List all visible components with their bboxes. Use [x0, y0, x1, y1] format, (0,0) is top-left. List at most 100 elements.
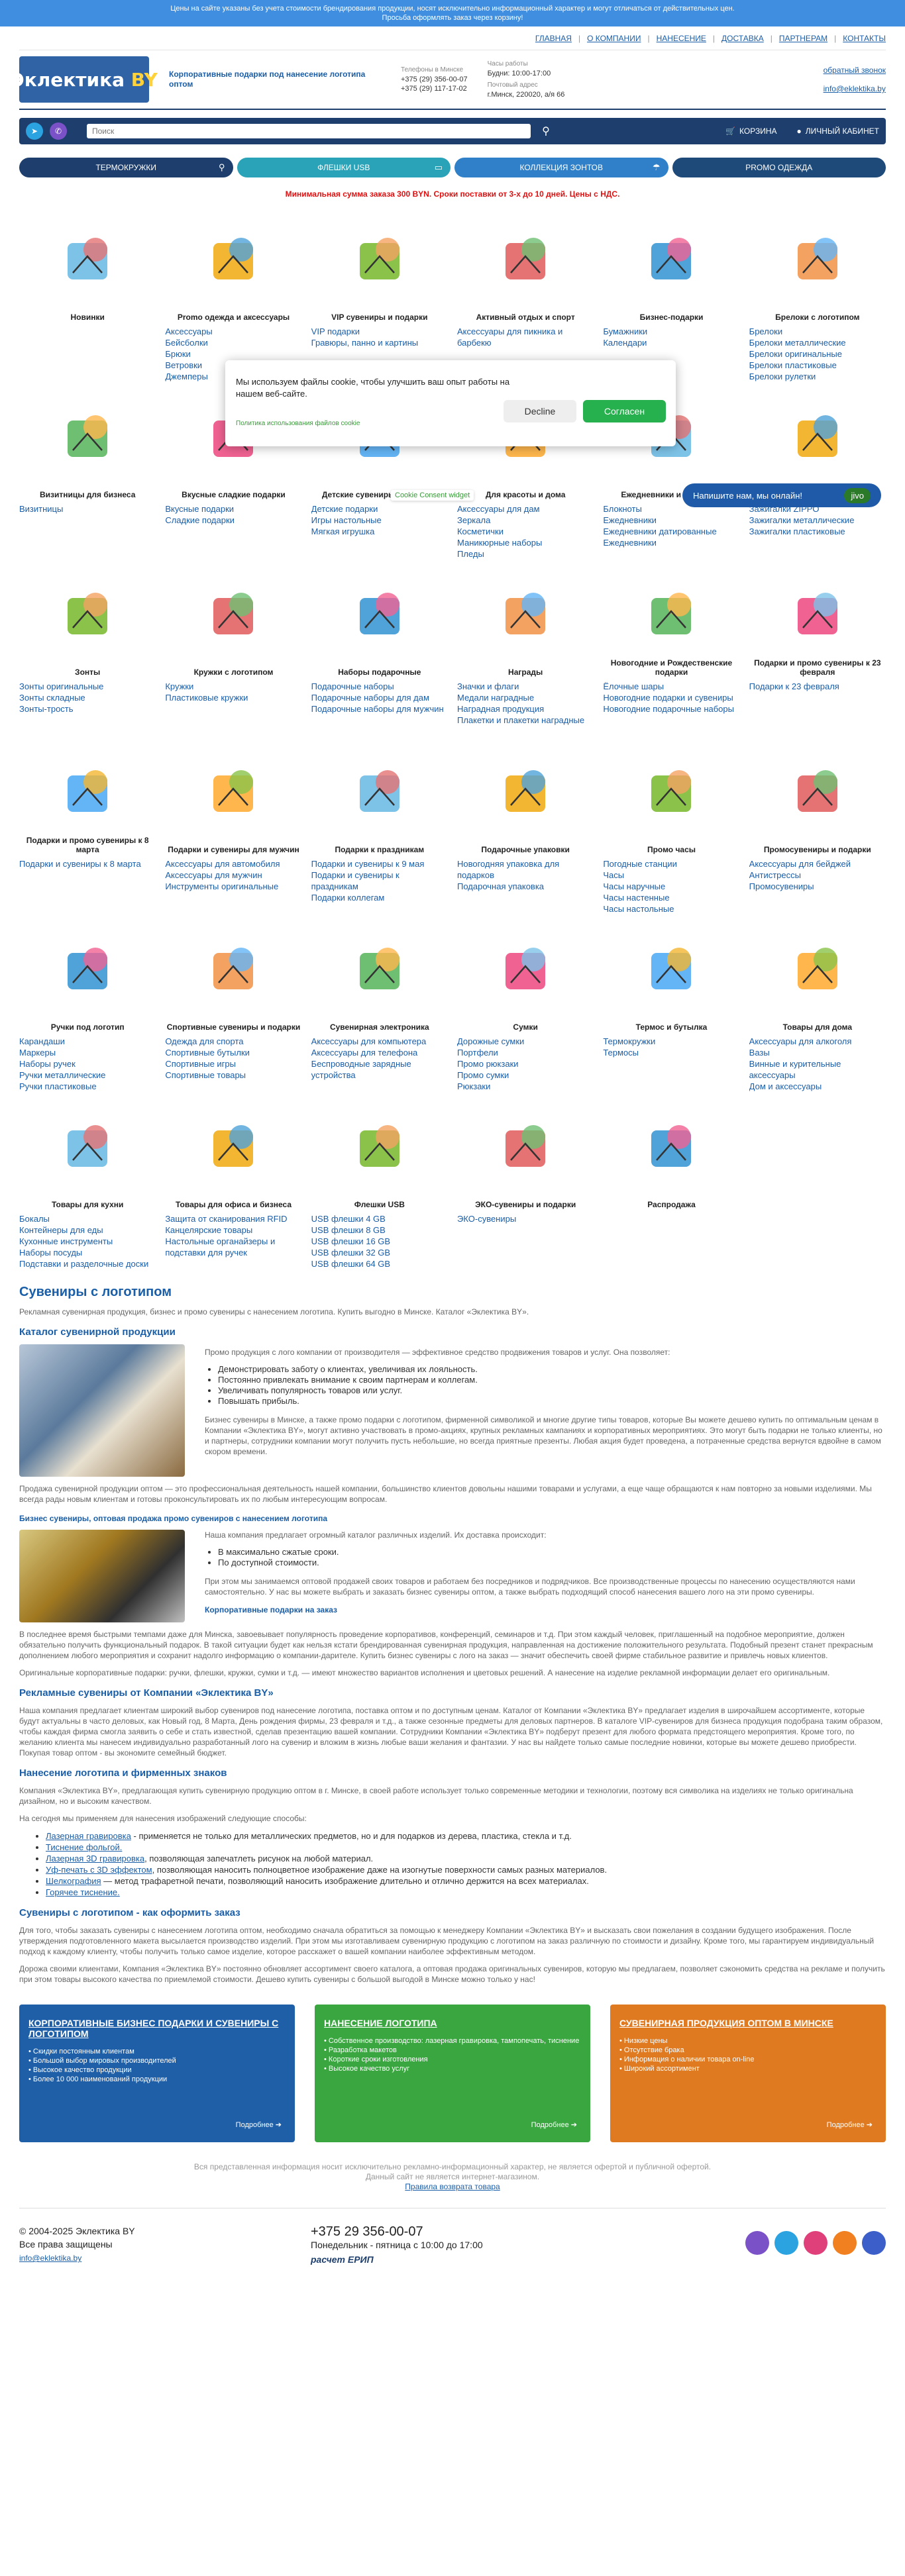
- category-link[interactable]: Ручки металлические: [19, 1070, 106, 1080]
- sale-fire-icon[interactable]: [631, 1107, 711, 1187]
- category-link[interactable]: Канцелярские товары: [165, 1225, 253, 1235]
- nav-delivery[interactable]: ДОСТАВКА: [721, 33, 764, 43]
- beach-icon[interactable]: [486, 220, 565, 299]
- category-link[interactable]: Брелоки: [749, 326, 783, 336]
- category-link[interactable]: Брюки: [165, 349, 191, 359]
- award-icon[interactable]: [486, 575, 565, 654]
- cookie-widget-label[interactable]: Cookie Consent widget: [391, 490, 474, 501]
- category-link[interactable]: Аксессуары для автомобиля: [165, 859, 280, 869]
- mug-icon[interactable]: [193, 575, 273, 654]
- card-more-link[interactable]: Подробнее ➔: [235, 2121, 282, 2129]
- category-link[interactable]: Зажигалки металлические: [749, 515, 855, 525]
- category-link[interactable]: Одежда для спорта: [165, 1036, 244, 1046]
- category-link[interactable]: Аксессуары для бейджей: [749, 859, 851, 869]
- category-link[interactable]: Погодные станции: [603, 859, 677, 869]
- category-link[interactable]: Бумажники: [603, 326, 648, 336]
- category-link[interactable]: Промо сумки: [456, 1070, 509, 1080]
- star-icon[interactable]: [778, 752, 857, 832]
- category-link[interactable]: Маникюрные наборы: [456, 538, 543, 548]
- card-printing[interactable]: НАНЕСЕНИЕ ЛОГОТИПА • Собственное произво…: [315, 2005, 590, 2142]
- return-policy-link[interactable]: Правила возврата товара: [405, 2182, 500, 2191]
- menu-promo-clothes[interactable]: PROMO ОДЕЖДА: [672, 158, 886, 177]
- category-title[interactable]: Промосувениры и подарки: [763, 845, 871, 854]
- category-link[interactable]: Подарочные наборы для мужчин: [311, 704, 444, 714]
- category-link[interactable]: Подарочные наборы: [311, 681, 394, 691]
- notebook-icon[interactable]: [631, 220, 711, 299]
- category-link[interactable]: Инструменты оригинальные: [165, 881, 279, 891]
- category-link[interactable]: Аксессуары для алкоголя: [749, 1036, 852, 1046]
- odnoklassniki-icon[interactable]: [833, 2231, 857, 2255]
- facebook-icon[interactable]: [862, 2231, 886, 2255]
- category-link[interactable]: Брелоки рулетки: [749, 372, 816, 381]
- category-link[interactable]: USB флешки 64 GB: [311, 1259, 391, 1269]
- category-link[interactable]: Вазы: [749, 1048, 770, 1058]
- cardholder-icon[interactable]: [48, 397, 127, 477]
- category-title[interactable]: Вкусные сладкие подарки: [182, 490, 286, 499]
- category-link[interactable]: Аксессуары для мужчин: [165, 870, 262, 880]
- briefcase-icon[interactable]: [340, 220, 419, 299]
- electronics-icon[interactable]: [340, 930, 419, 1009]
- category-link[interactable]: Плакетки и плакетки наградные: [456, 715, 585, 725]
- category-link[interactable]: Подарки к 23 февраля: [749, 681, 839, 691]
- category-title[interactable]: Промо часы: [647, 845, 696, 854]
- category-title[interactable]: Товары для кухни: [51, 1200, 124, 1209]
- category-title[interactable]: Для красоты и дома: [485, 490, 566, 499]
- category-link[interactable]: Новогодняя упаковка для подарков: [456, 859, 560, 880]
- menu-umbrellas[interactable]: КОЛЛЕКЦИЯ ЗОНТОВ☂: [454, 158, 668, 177]
- category-link[interactable]: VIP подарки: [311, 326, 360, 336]
- category-title[interactable]: Флешки USB: [354, 1200, 405, 1209]
- pen-icon[interactable]: [48, 930, 127, 1009]
- category-title[interactable]: Спортивные сувениры и подарки: [166, 1022, 301, 1032]
- category-link[interactable]: Подарки коллегам: [311, 893, 385, 903]
- category-link[interactable]: Пледы: [456, 549, 484, 559]
- category-link[interactable]: USB флешки 32 GB: [311, 1248, 391, 1258]
- category-link[interactable]: Подарки и сувениры к праздникам: [311, 870, 399, 891]
- method-link[interactable]: Горячее тиснение.: [46, 1887, 120, 1897]
- category-link[interactable]: Ежедневники датированные: [603, 526, 717, 536]
- category-link[interactable]: Промосувениры: [749, 881, 814, 891]
- viber-icon[interactable]: [745, 2231, 769, 2255]
- search-input[interactable]: [87, 124, 531, 138]
- cookie-policy-link[interactable]: Политика использования файлов cookie: [236, 420, 360, 427]
- category-link[interactable]: Бейсболки: [165, 338, 208, 348]
- category-title[interactable]: Брелоки с логотипом: [775, 313, 860, 322]
- category-title[interactable]: Наборы подарочные: [338, 668, 421, 677]
- category-title[interactable]: ЭКО-сувениры и подарки: [475, 1200, 576, 1209]
- category-link[interactable]: Контейнеры для еды: [19, 1225, 103, 1235]
- bag-icon[interactable]: [486, 930, 565, 1009]
- category-link[interactable]: Брелоки пластиковые: [749, 360, 837, 370]
- category-link[interactable]: Ежедневники: [603, 538, 657, 548]
- category-title[interactable]: Товары для дома: [782, 1022, 853, 1032]
- category-link[interactable]: Зонты оригинальные: [19, 681, 104, 691]
- category-link[interactable]: Ручки пластиковые: [19, 1081, 97, 1091]
- card-corporate[interactable]: КОРПОРАТИВНЫЕ БИЗНЕС ПОДАРКИ И СУВЕНИРЫ …: [19, 2005, 295, 2142]
- cookie-accept-button[interactable]: Согласен: [583, 400, 666, 422]
- category-title[interactable]: VIP сувениры и подарки: [331, 313, 428, 322]
- category-link[interactable]: Часы настенные: [603, 893, 670, 903]
- clock-icon[interactable]: [631, 752, 711, 832]
- category-title[interactable]: Сумки: [513, 1022, 538, 1032]
- category-link[interactable]: Зонты складные: [19, 693, 85, 703]
- category-link[interactable]: Визитницы: [19, 504, 64, 514]
- nav-printing[interactable]: НАНЕСЕНИЕ: [656, 33, 706, 43]
- category-link[interactable]: Термосы: [603, 1048, 639, 1058]
- category-link[interactable]: Джемперы: [165, 372, 208, 381]
- category-link[interactable]: USB флешки 4 GB: [311, 1214, 386, 1224]
- category-title[interactable]: Бизнес-подарки: [639, 313, 704, 322]
- category-title[interactable]: Подарочные упаковки: [481, 845, 570, 854]
- category-title[interactable]: Награды: [508, 668, 543, 677]
